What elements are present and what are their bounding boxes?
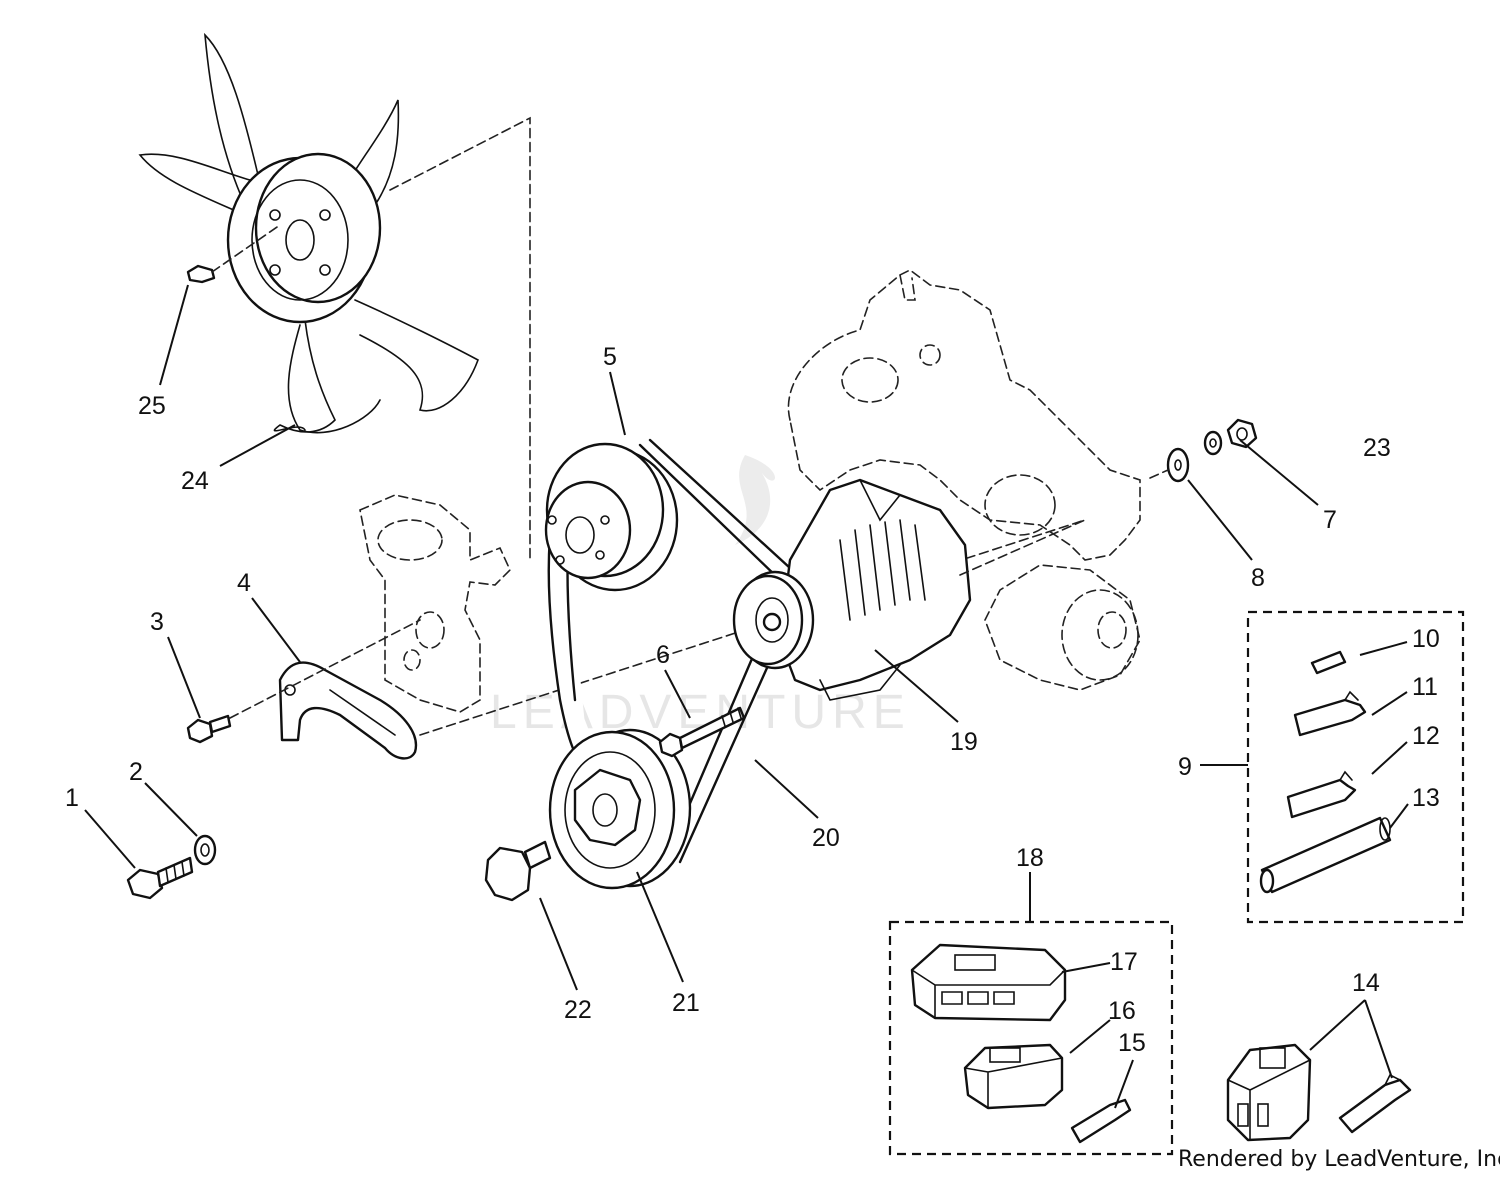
callout-6: 6 xyxy=(656,641,670,669)
watermark-flame-icon xyxy=(735,455,775,545)
callout-9: 9 xyxy=(1178,753,1192,781)
callout-1: 1 xyxy=(65,784,79,812)
hex-nut xyxy=(1226,418,1258,449)
washer xyxy=(193,834,217,866)
callout-19: 19 xyxy=(950,728,978,756)
bracket-axis-line xyxy=(229,619,421,719)
bolt xyxy=(126,856,194,900)
pulley-bolt xyxy=(484,840,552,902)
callout-22: 22 xyxy=(564,996,592,1024)
oil-filter xyxy=(984,564,1141,691)
engine-cover xyxy=(787,269,1141,561)
terminal-pin xyxy=(1310,650,1347,675)
connector-14-housing xyxy=(1226,1043,1312,1142)
alternator-bolt xyxy=(658,706,746,758)
callout-4: 4 xyxy=(237,569,251,597)
upper-pulley xyxy=(544,442,679,592)
callout-12: 12 xyxy=(1412,722,1440,750)
fan-blade xyxy=(138,32,479,434)
callout-7: 7 xyxy=(1323,506,1337,534)
alternator xyxy=(732,478,972,701)
callout-18: 18 xyxy=(1016,844,1044,872)
callout-14: 14 xyxy=(1352,969,1380,997)
callout-21: 21 xyxy=(672,989,700,1017)
alternator-axis-line xyxy=(959,519,1086,576)
connector-14-terminal xyxy=(1338,1073,1412,1134)
kit-box-9 xyxy=(1246,610,1465,924)
callout-15: 15 xyxy=(1118,1029,1146,1057)
hardware-axis-line xyxy=(1149,469,1169,479)
callout-11: 11 xyxy=(1412,673,1438,701)
callout-13: 13 xyxy=(1412,784,1440,812)
callout-labels: 1 2 3 4 5 6 7 8 9 10 11 12 13 14 15 16 1… xyxy=(65,343,1440,1057)
terminal-sleeve xyxy=(1286,770,1357,819)
lock-washer xyxy=(1203,430,1223,456)
insulating-tube xyxy=(1259,816,1392,894)
flat-washer xyxy=(1166,447,1190,483)
callout-16: 16 xyxy=(1108,997,1136,1025)
callout-20: 20 xyxy=(812,824,840,852)
fan-bolt xyxy=(186,224,281,284)
callout-10: 10 xyxy=(1412,625,1440,653)
adjusting-bracket xyxy=(278,661,418,760)
connector-housing-small xyxy=(963,1043,1064,1110)
credit-text: Rendered by LeadVenture, Inc. xyxy=(1178,1147,1500,1172)
callout-8: 8 xyxy=(1251,564,1265,592)
crank-pulley xyxy=(548,728,692,890)
callout-24: 24 xyxy=(181,467,209,495)
fan-axis-line xyxy=(389,116,531,561)
bracket-bolt xyxy=(186,714,232,744)
water-pump-housing xyxy=(359,494,511,713)
callout-25: 25 xyxy=(138,392,166,420)
callout-23: 23 xyxy=(1363,434,1391,462)
callout-5: 5 xyxy=(603,343,617,371)
callout-3: 3 xyxy=(150,608,164,636)
callout-17: 17 xyxy=(1110,948,1138,976)
leader-lines xyxy=(84,284,1409,1109)
connector-housing-large xyxy=(910,943,1067,1022)
callout-2: 2 xyxy=(129,758,143,786)
terminal-socket xyxy=(1293,690,1367,737)
connector-terminal xyxy=(1070,1098,1132,1144)
